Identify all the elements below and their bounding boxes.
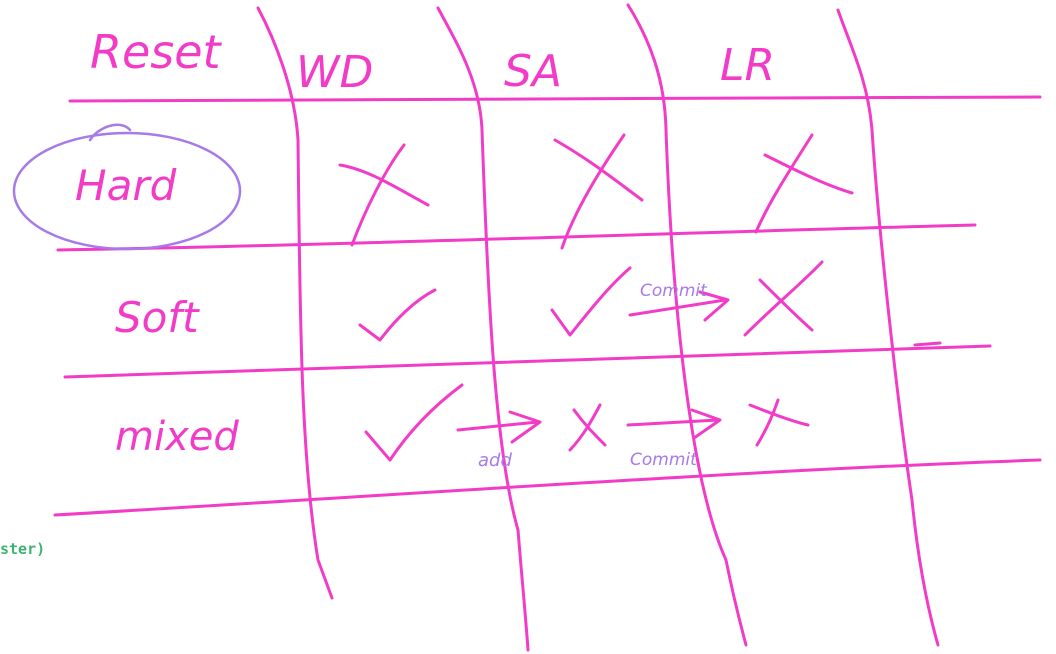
- mixed-lr-cross-mark: [748, 398, 810, 447]
- grid-line-row-1: [56, 223, 977, 252]
- reset-label: Reset: [90, 25, 223, 79]
- row-label-mixed: mixed: [115, 414, 239, 460]
- grid-line-row-2: [63, 344, 992, 379]
- row-label-hard: Hard: [75, 161, 177, 210]
- soft-commit-annotation: Commit: [640, 281, 708, 301]
- mixed-sa-cross-mark: [568, 403, 607, 452]
- terminal-text-fragment: ster): [0, 540, 46, 558]
- mixed-add-annotation: add: [478, 450, 512, 471]
- grid-line-col-4: [836, 8, 940, 647]
- grid-line-header: [68, 95, 1042, 103]
- soft-arrow: [628, 290, 730, 322]
- highlight-circle-hook: [88, 123, 132, 142]
- highlight-circle: [12, 131, 242, 251]
- hard-wd-cross-mark: [338, 143, 430, 247]
- grid-line-col-1: [256, 6, 334, 600]
- row-line-arrow-tick: [913, 341, 942, 347]
- mixed-wd-check-mark: [364, 383, 464, 462]
- row-label-soft: Soft: [115, 293, 200, 342]
- soft-lr-cross-mark: [743, 260, 824, 337]
- grid-line-col-2: [436, 6, 530, 652]
- mixed-commit-annotation: Commit: [630, 450, 698, 470]
- hard-sa-cross-mark: [553, 133, 644, 250]
- mixed-sa-arrow: [626, 408, 722, 440]
- hard-lr-cross-mark: [754, 133, 854, 234]
- soft-sa-check-mark: [550, 266, 632, 337]
- soft-wd-check-mark: [358, 288, 437, 342]
- grid-line-row-3: [53, 458, 1042, 517]
- column-header-sa: SA: [504, 46, 562, 97]
- grid-line-col-3: [626, 3, 748, 647]
- mixed-wd-arrow: [456, 410, 542, 444]
- column-header-wd: WD: [296, 47, 373, 98]
- column-header-lr: LR: [720, 40, 775, 91]
